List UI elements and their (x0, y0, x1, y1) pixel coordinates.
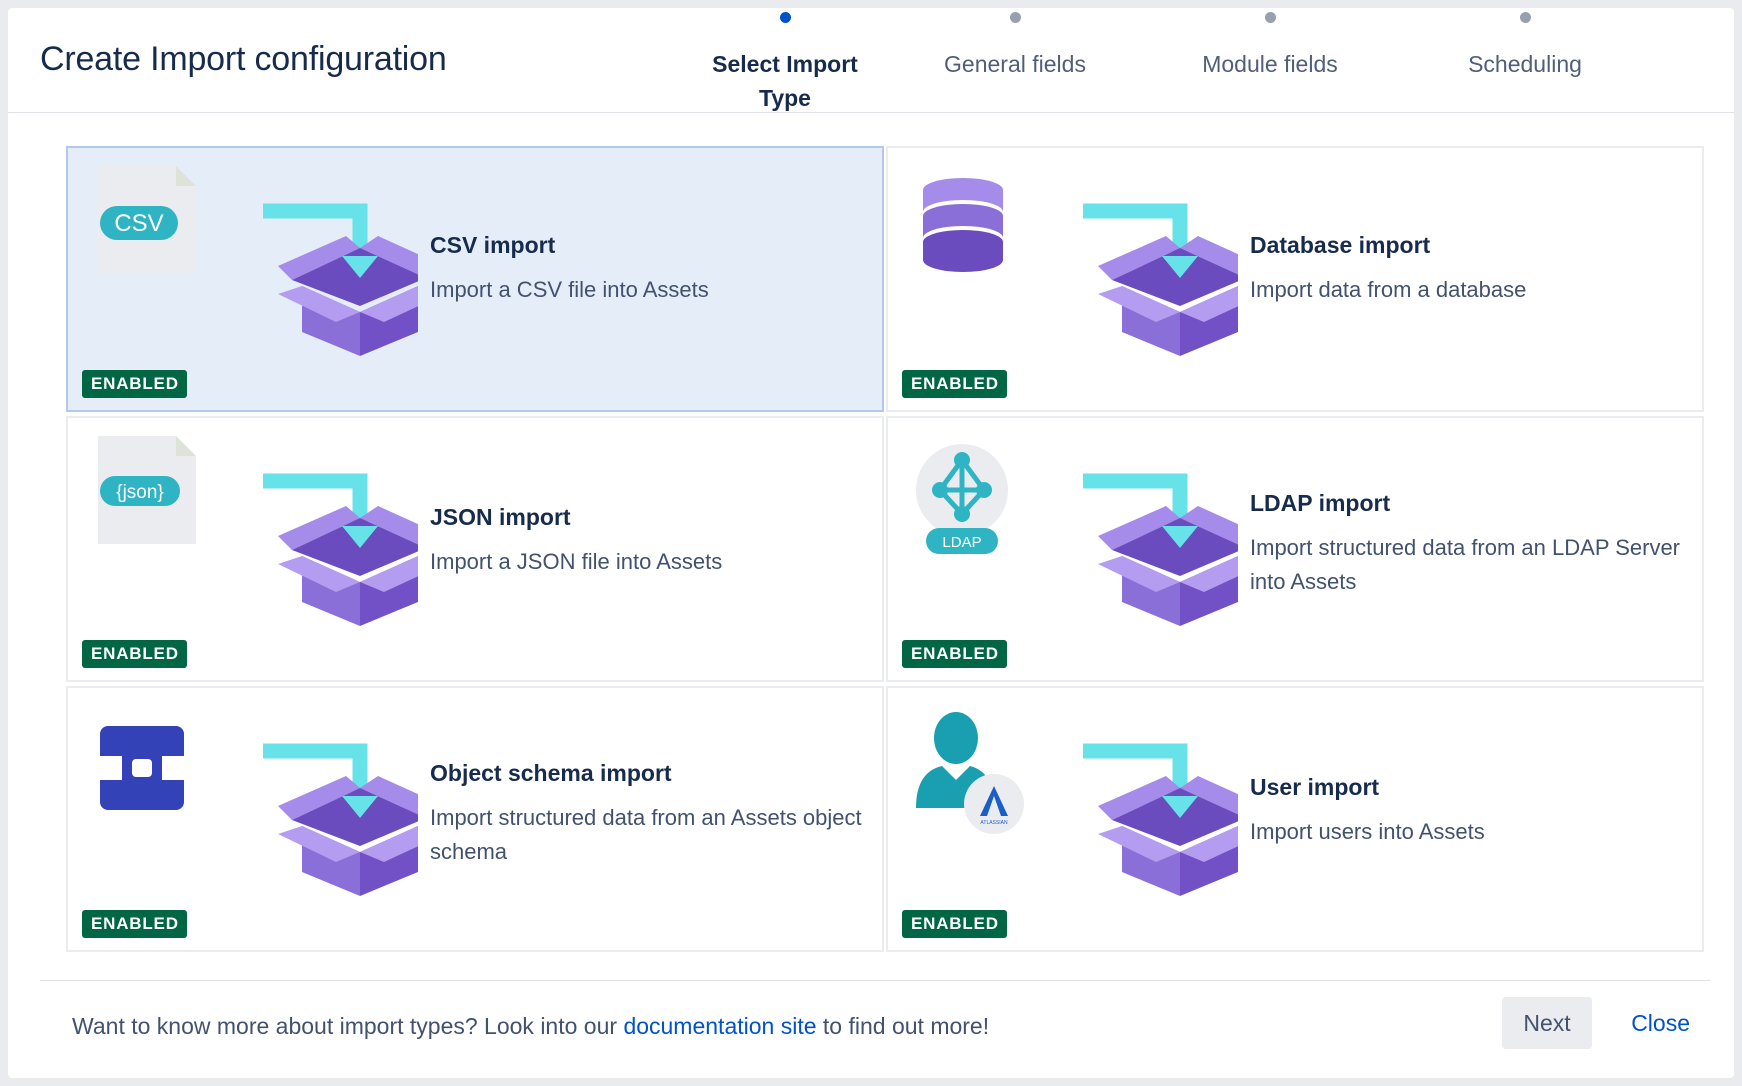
card-title: LDAP import (1250, 490, 1391, 516)
progress-tracker: Select Import Type General fields Module… (680, 8, 1720, 112)
status-badge: ENABLED (902, 370, 1007, 398)
card-title: User import (1250, 774, 1380, 800)
card-description: Import a JSON file into Assets (430, 549, 723, 574)
modal-title: Create Import configuration (40, 40, 447, 78)
card-title: CSV import (430, 232, 556, 258)
card-title: Database import (1250, 232, 1431, 258)
ldap-import-card[interactable]: LDAP LDAP import Import structured data … (886, 416, 1704, 682)
csv-import-card[interactable]: CSV CSV import Import a CSV file into As… (66, 146, 884, 412)
card-text: JSON import Import a JSON file into Asse… (430, 504, 870, 579)
user-atlassian-icon: ATLASSIAN (916, 712, 1238, 916)
csv-file-label: CSV (114, 210, 163, 237)
next-button[interactable]: Next (1502, 997, 1592, 1049)
import-type-grid: CSV CSV import Import a CSV file into As… (66, 146, 1708, 952)
step-select-import-type[interactable]: Select Import Type (680, 8, 890, 115)
step-dot-icon (1264, 12, 1276, 23)
step-label: General fields (944, 51, 1086, 77)
card-description: Import data from a database (1250, 277, 1527, 302)
documentation-link[interactable]: documentation site (623, 1013, 817, 1039)
ldap-label: LDAP (942, 534, 981, 551)
object-schema-import-card[interactable]: Object schema import Import structured d… (66, 686, 884, 952)
modal-footer: Want to know more about import types? Lo… (40, 980, 1710, 1079)
json-import-card[interactable]: {json} JSON import Import a JSON file in… (66, 416, 884, 682)
object-schema-icon (100, 726, 418, 916)
step-dot-icon (1009, 12, 1021, 23)
card-text: LDAP import Import structured data from … (1250, 490, 1690, 599)
card-title: Object schema import (430, 760, 672, 786)
step-general-fields[interactable]: General fields (910, 8, 1120, 81)
card-text: Database import Import data from a datab… (1250, 232, 1690, 307)
step-label: Scheduling (1468, 51, 1582, 77)
footer-text-before: Want to know more about import types? Lo… (72, 1013, 624, 1039)
footer-text-after: to find out more! (816, 1013, 990, 1039)
card-description: Import users into Assets (1250, 819, 1485, 844)
database-import-card[interactable]: Database import Import data from a datab… (886, 146, 1704, 412)
csv-file-icon: CSV (98, 166, 418, 376)
card-title: JSON import (430, 504, 571, 530)
card-text: User import Import users into Assets (1250, 774, 1690, 849)
card-text: CSV import Import a CSV file into Assets (430, 232, 870, 307)
card-description: Import structured data from an Assets ob… (430, 805, 862, 864)
close-button[interactable]: Close (1619, 997, 1702, 1049)
footer-help-text: Want to know more about import types? Lo… (72, 1013, 989, 1040)
status-badge: ENABLED (82, 640, 187, 668)
step-dot-icon (779, 12, 791, 23)
step-module-fields[interactable]: Module fields (1165, 8, 1375, 81)
modal-header: Create Import configuration Select Impor… (8, 8, 1734, 113)
json-file-icon: {json} (98, 436, 418, 646)
card-description: Import structured data from an LDAP Serv… (1250, 535, 1680, 594)
status-badge: ENABLED (902, 910, 1007, 938)
status-badge: ENABLED (902, 640, 1007, 668)
step-dot-icon (1519, 12, 1531, 23)
step-label: Module fields (1202, 51, 1338, 77)
ldap-icon: LDAP (916, 444, 1238, 646)
atlassian-label: ATLASSIAN (980, 820, 1008, 826)
status-badge: ENABLED (82, 370, 187, 398)
card-text: Object schema import Import structured d… (430, 760, 870, 869)
step-scheduling[interactable]: Scheduling (1420, 8, 1630, 81)
database-icon (923, 178, 1238, 376)
user-import-card[interactable]: ATLASSIAN User import Import users into … (886, 686, 1704, 952)
card-description: Import a CSV file into Assets (430, 277, 709, 302)
status-badge: ENABLED (82, 910, 187, 938)
import-config-modal: Create Import configuration Select Impor… (8, 8, 1734, 1078)
step-label: Select Import Type (712, 51, 858, 111)
json-file-label: {json} (116, 482, 164, 503)
